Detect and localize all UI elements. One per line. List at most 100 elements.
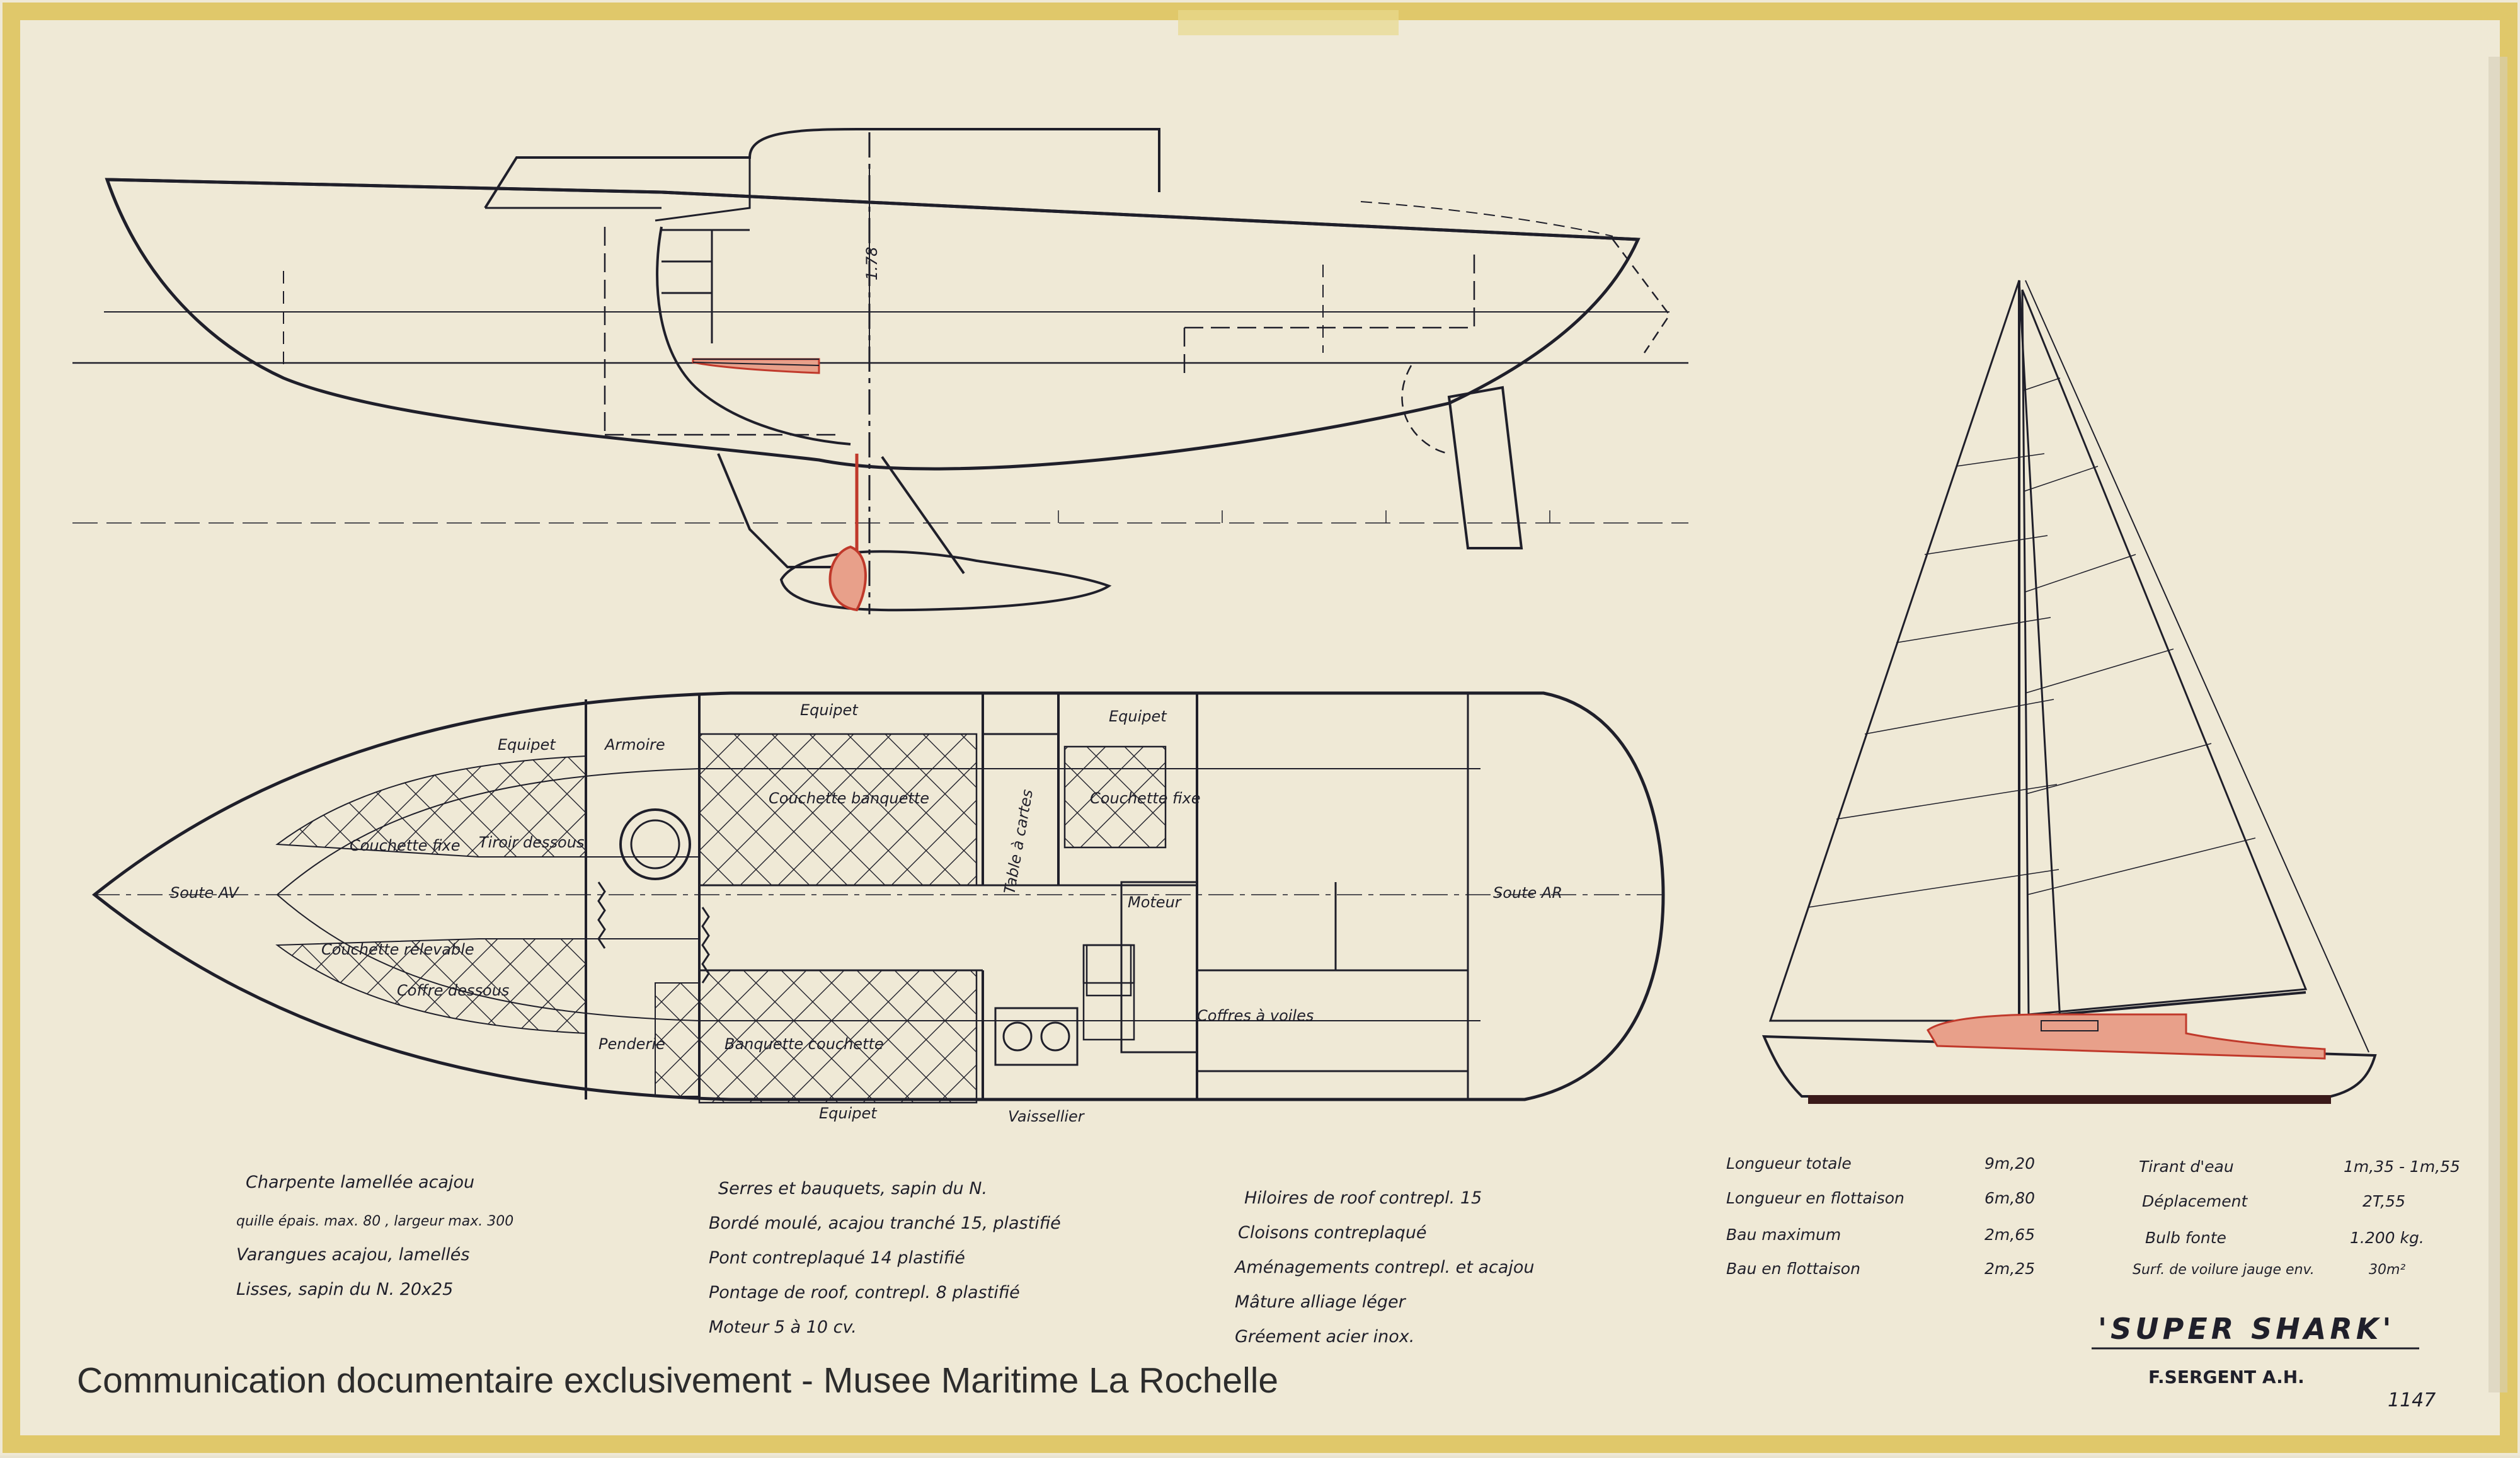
spec-left-label-0: Longueur totale (1726, 1154, 1852, 1173)
plan-label-couchette-banquette: Couchette banquette (769, 789, 929, 807)
bulb-section (828, 545, 867, 612)
plan-label-penderie: Penderie (598, 1035, 665, 1053)
coaming (655, 158, 751, 222)
construction-notes: Charpente lamellée acajou quille épais. … (236, 1173, 1534, 1346)
spec-left-label-2: Bau maximum (1726, 1226, 1841, 1244)
boat-name: 'SUPER SHARK' (2098, 1312, 2395, 1346)
boom (2022, 991, 2306, 1019)
note-c3-l4: Mâture alliage léger (1235, 1292, 1407, 1312)
forward-berth-top (275, 755, 587, 858)
plan-label-couchette-fixe-left: Couchette fixe (350, 837, 461, 854)
archive-caption: Communication documentaire exclusivement… (77, 1360, 1279, 1401)
note-c3-l3: Aménagements contrepl. et acajou (1234, 1258, 1534, 1277)
plan-label-vaissellier: Vaissellier (1008, 1108, 1085, 1125)
note-c2-l4: Pontage de roof, contrepl. 8 plastifié (709, 1283, 1020, 1302)
settee-berth-bottom (698, 969, 978, 1104)
profile-view (72, 128, 1688, 614)
plan-label-armoire: Armoire (604, 736, 665, 754)
sail-lockers (1196, 969, 1469, 1072)
sheet-number: 1147 (2388, 1389, 2436, 1411)
plan-label-coffre-dessous: Coffre dessous (397, 982, 509, 999)
backstay (2025, 280, 2369, 1053)
plan-label-equipet-top-center: Equipet (800, 701, 859, 719)
note-c1-l3: Varangues acajou, lamellés (236, 1245, 469, 1265)
spec-left-label-1: Longueur en flottaison (1726, 1189, 1904, 1207)
mast-step-ring (619, 808, 691, 880)
forward-bulkhead (656, 226, 851, 445)
note-c3-l1: Hiloires de roof contrepl. 15 (1244, 1188, 1482, 1208)
headroom-label: 1.78 (863, 247, 881, 280)
burner-2 (1040, 1021, 1070, 1052)
interior-line (1184, 252, 1475, 329)
note-c1-l2: quille épais. max. 80 , largeur max. 300 (236, 1214, 513, 1229)
sail-plan (1761, 280, 2377, 1104)
sole-hatch (692, 359, 820, 366)
spec-left-value-3: 2m,25 (1984, 1260, 2035, 1278)
main-seams (2022, 377, 2256, 895)
plan-label-soute-av: Soute AV (170, 884, 239, 902)
sheer-line (106, 178, 1639, 241)
spec-right-value-2: 1.200 kg. (2350, 1229, 2424, 1247)
plan-label-couchette-fixe-right: Couchette fixe (1090, 789, 1201, 807)
note-c2-l1: Serres et bauquets, sapin du N. (718, 1179, 987, 1198)
jib (1768, 280, 2061, 1022)
plan-label-soute-ar: Soute AR (1493, 884, 1562, 902)
plan-label-couchette-relevable: Couchette relevable (321, 941, 474, 958)
curtain (597, 881, 606, 949)
spec-right-label-1: Déplacement (2142, 1192, 2248, 1210)
plan-label-tiroir-dessous: Tiroir dessous (479, 834, 584, 851)
plan-label-group: Equipet Armoire Equipet Equipet Couchett… (170, 701, 1562, 1125)
settee-berth-top (698, 733, 978, 887)
porthole (2041, 1020, 2099, 1031)
tiller-line (1360, 201, 1613, 237)
note-c1-l4: Lisses, sapin du N. 20x25 (236, 1280, 453, 1299)
plan-label-moteur: Moteur (1128, 893, 1183, 911)
spec-right-value-0: 1m,35 - 1m,55 (2344, 1157, 2460, 1176)
mast-step (630, 819, 680, 870)
note-c2-l3: Pont contreplaqué 14 plastifié (709, 1248, 965, 1268)
plan-hull-outline (91, 691, 1665, 1101)
plan-label-equipet-bottom: Equipet (819, 1105, 878, 1122)
spec-right-value-3: 30m² (2369, 1262, 2405, 1278)
curtain (701, 907, 710, 984)
stove (994, 1007, 1079, 1066)
spec-left-value-2: 2m,65 (1984, 1226, 2035, 1244)
mainsail (2021, 289, 2308, 1016)
spec-left-value-1: 6m,80 (1984, 1189, 2035, 1207)
tape-top (1178, 10, 1399, 35)
forward-berth-bottom (275, 938, 587, 1035)
note-c2-l5: Moteur 5 à 10 cv. (709, 1317, 857, 1337)
designer: F.SERGENT A.H. (2148, 1367, 2305, 1387)
spec-right-value-1: 2T,55 (2362, 1192, 2405, 1210)
engine-box (1120, 881, 1198, 1053)
sail-plan-cabin (1927, 1013, 2326, 1060)
hull-profile (105, 178, 1641, 471)
accommodation-plan (91, 691, 1665, 1104)
keel-fin-front (717, 453, 841, 568)
hanging-locker-hatch (655, 982, 700, 1097)
spec-left-value-0: 9m,20 (1984, 1154, 2035, 1173)
cabin-roof (484, 128, 1160, 209)
spec-right-label-0: Tirant d'eau (2139, 1157, 2234, 1176)
specifications: Longueur totale 9m,20 Longueur en flotta… (1726, 1154, 2460, 1278)
plan-label-coffres-a-voiles: Coffres à voiles (1197, 1007, 1314, 1025)
burner-1 (1002, 1021, 1033, 1052)
skeg-line (1401, 365, 1450, 455)
quarter-berth-top (1063, 745, 1167, 849)
spec-right-label-2: Bulb fonte (2145, 1229, 2226, 1247)
rudder (1447, 386, 1523, 549)
note-c3-l5: Gréement acier inox. (1235, 1327, 1414, 1346)
right-edge-shadow (2488, 57, 2507, 1392)
keel-fin-back (881, 456, 965, 575)
plan-label-equipet-top-right: Equipet (1109, 708, 1167, 725)
plan-label-equipet-top-left: Equipet (498, 736, 556, 754)
note-c3-l2: Cloisons contreplaqué (1238, 1223, 1427, 1243)
note-c1-l1: Charpente lamellée acajou (246, 1173, 474, 1192)
station-ticks (1058, 510, 1550, 523)
plan-label-banquette-couchette: Banquette couchette (724, 1035, 884, 1053)
note-c2-l2: Bordé moulé, acajou tranché 15, plastifi… (709, 1214, 1061, 1233)
spec-right-label-3: Surf. de voilure jauge env. (2133, 1262, 2315, 1278)
